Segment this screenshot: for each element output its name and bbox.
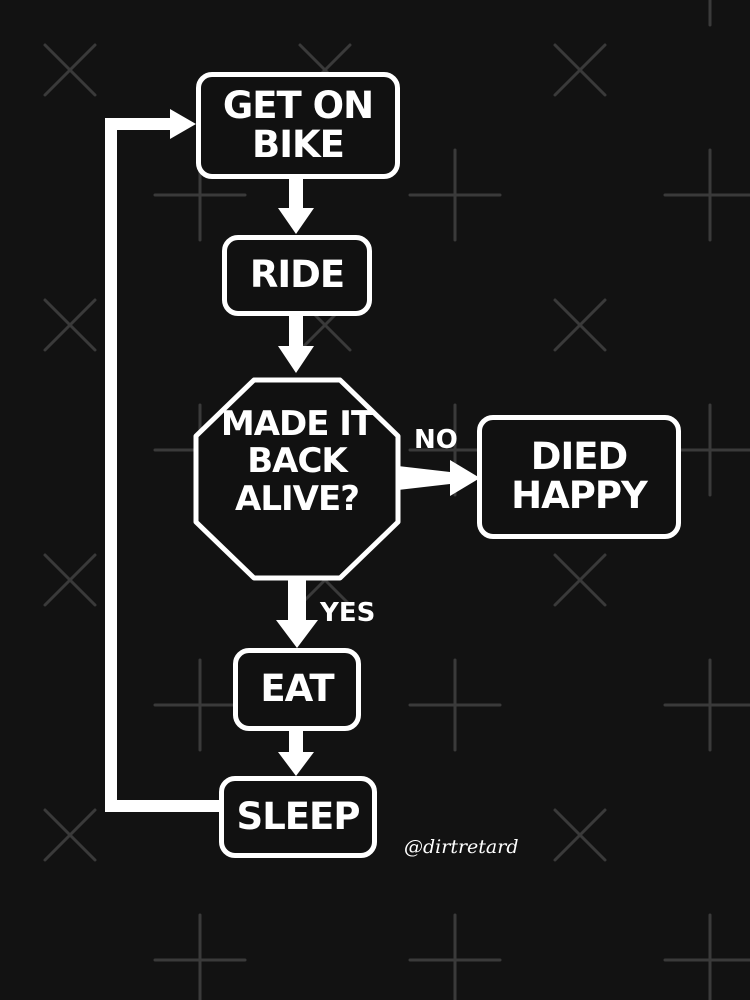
arrow-eat-to-sleep: [278, 731, 314, 776]
node-died-happy-label: DIED HAPPY: [511, 435, 648, 517]
arrow-decision-to-eat: [276, 578, 318, 648]
loop-back-arrow: [105, 109, 222, 812]
edge-label-no: NO: [414, 425, 458, 455]
arrow-bike-to-ride: [278, 178, 314, 234]
node-eat: EAT: [233, 648, 361, 731]
node-decision-label: MADE IT BACK ALIVE?: [220, 404, 374, 519]
background-pattern: [43, 0, 750, 1000]
node-ride-label: RIDE: [249, 253, 345, 297]
x-pattern-icon: [43, 43, 607, 862]
node-died-happy: DIED HAPPY: [477, 415, 681, 539]
decision-octagon: [193, 377, 401, 581]
node-get-on-bike: GET ON BIKE: [196, 72, 400, 179]
node-ride: RIDE: [222, 235, 372, 316]
node-sleep-label: SLEEP: [236, 794, 361, 838]
signature: @dirtretard: [404, 836, 519, 858]
node-get-on-bike-label: GET ON BIKE: [222, 83, 374, 166]
edge-label-yes: YES: [320, 598, 376, 628]
node-eat-label: EAT: [260, 667, 334, 711]
flow-arrows: [105, 109, 480, 812]
arrow-decision-to-died: [398, 460, 480, 496]
arrow-ride-to-decision: [278, 314, 314, 373]
node-sleep: SLEEP: [219, 776, 377, 858]
